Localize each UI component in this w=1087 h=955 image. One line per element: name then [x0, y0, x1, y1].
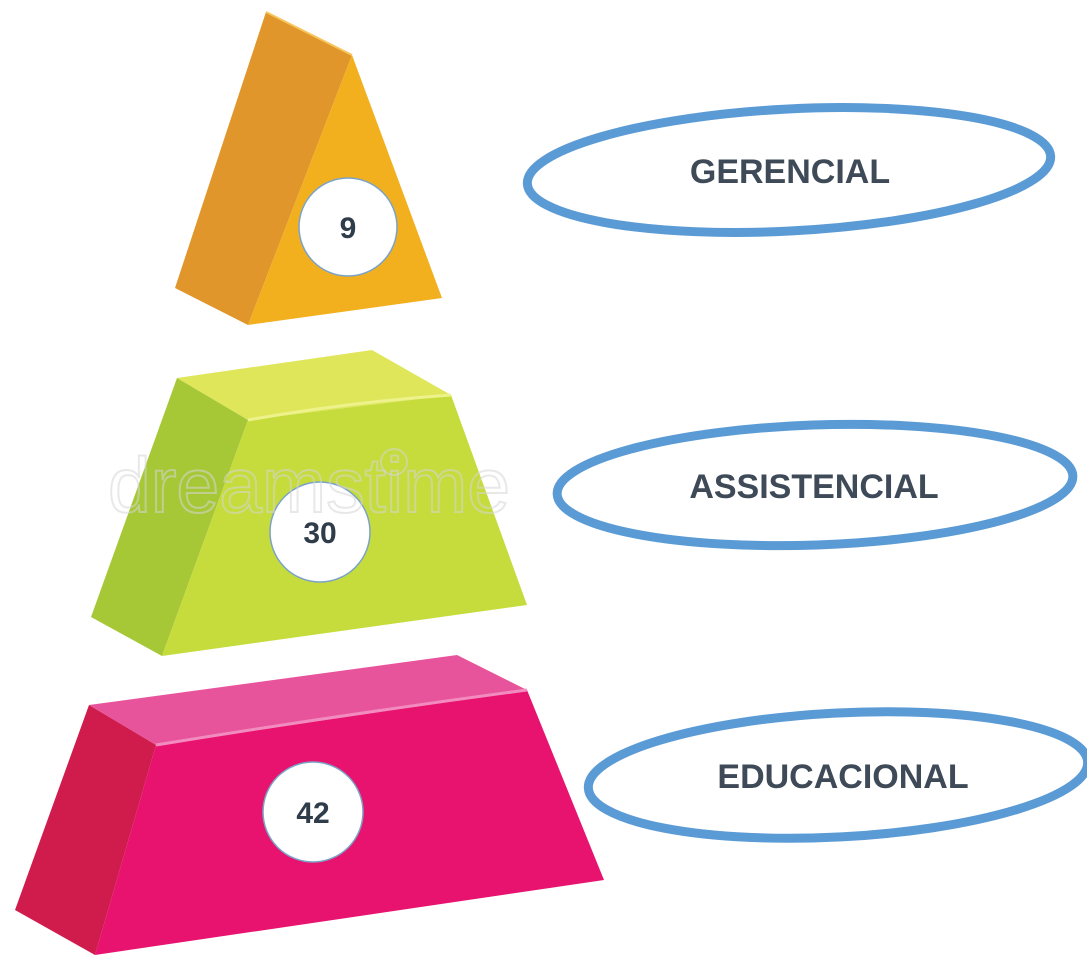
- label-assistencial-group: ASSISTENCIAL: [552, 419, 1078, 551]
- tier-assistencial-side: [91, 378, 248, 656]
- tier-gerencial-side: [175, 12, 352, 325]
- value-educacional: 42: [296, 797, 329, 830]
- value-assistencial: 30: [303, 517, 336, 550]
- tier-educacional-side: [15, 705, 156, 955]
- watermark: dreamstime: [107, 440, 511, 530]
- label-ellipse-gerencial: [522, 103, 1056, 237]
- tier-assistencial-top-edge: [247, 393, 452, 422]
- watermark-registered-icon: [380, 448, 408, 476]
- label-assistencial: ASSISTENCIAL: [689, 468, 938, 506]
- tier-educacional-top-edge: [155, 688, 528, 747]
- tier-educacional: 42: [15, 655, 604, 955]
- value-gerencial: 9: [340, 212, 357, 245]
- label-educacional: EDUCACIONAL: [717, 758, 968, 796]
- label-ellipse-educacional: [583, 707, 1087, 843]
- tier-gerencial-edge: [265, 11, 353, 56]
- watermark-text: dreamstime: [108, 441, 510, 529]
- value-circle-assistencial: [269, 481, 371, 583]
- tier-assistencial: 30: [91, 350, 527, 656]
- label-educacional-group: EDUCACIONAL: [583, 707, 1087, 843]
- value-circle-gerencial: [298, 177, 398, 277]
- label-gerencial-group: GERENCIAL: [522, 103, 1056, 237]
- label-gerencial: GERENCIAL: [690, 153, 890, 191]
- tier-educacional-top: [89, 655, 527, 745]
- value-circle-educacional: [262, 761, 364, 863]
- label-ellipse-assistencial: [552, 419, 1078, 551]
- tier-gerencial: 9: [175, 11, 442, 325]
